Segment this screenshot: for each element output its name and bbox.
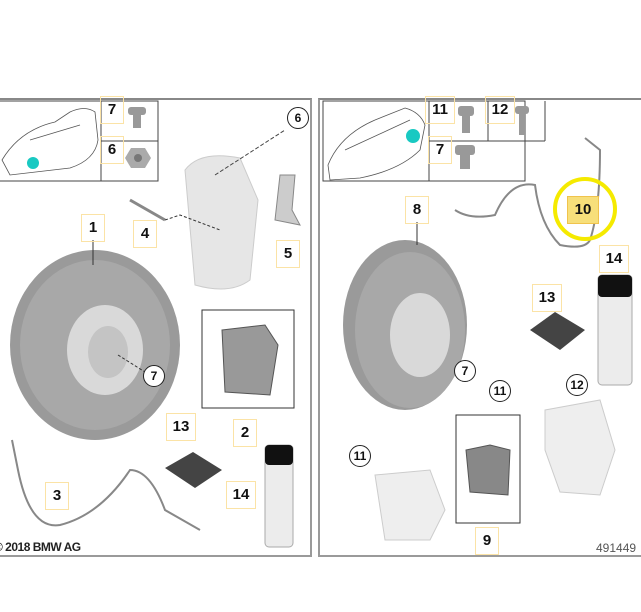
left-parts-table [0, 100, 159, 182]
bolt-icon [515, 106, 529, 135]
part-callout-11[interactable]: 11 [349, 445, 371, 467]
right-panel [318, 98, 641, 557]
grease-packet-right [530, 312, 585, 350]
part-label-2[interactable]: 2 [233, 419, 257, 447]
grease-packet-left [165, 452, 222, 488]
brake-disc-left [10, 250, 180, 440]
part-label-7[interactable]: 7 [428, 136, 452, 164]
part-label-4[interactable]: 4 [133, 220, 157, 248]
wear-sensor-left [11, 439, 201, 531]
caliper-left [184, 155, 259, 290]
brake-pad-right [465, 444, 511, 496]
part-label-14[interactable]: 14 [226, 481, 256, 509]
brake-pad-left [221, 324, 279, 396]
part-label-11[interactable]: 11 [425, 96, 455, 124]
caliper-carrier-right [544, 399, 616, 496]
caliper-right [374, 469, 446, 541]
part-callout-6[interactable]: 6 [287, 107, 309, 129]
part-label-6[interactable]: 6 [100, 136, 124, 164]
part-label-9[interactable]: 9 [475, 527, 499, 555]
part-callout-12[interactable]: 12 [566, 374, 588, 396]
part-callout-7[interactable]: 7 [454, 360, 476, 382]
right-parts-table [322, 100, 546, 182]
brake-disc-right [343, 240, 467, 410]
part-label-10-highlighted[interactable]: 10 [567, 196, 599, 224]
copyright: © 2018 BMW AG [0, 540, 81, 554]
bolt-icon [128, 107, 146, 128]
part-callout-7[interactable]: 7 [143, 365, 165, 387]
part-label-13[interactable]: 13 [166, 413, 196, 441]
location-dot-icon [27, 157, 39, 169]
part-callout-11[interactable]: 11 [489, 380, 511, 402]
part-label-1[interactable]: 1 [81, 214, 105, 242]
bolt-icon [458, 106, 474, 133]
car-outline-icon [327, 107, 426, 181]
car-outline-icon [1, 108, 99, 176]
part-label-13[interactable]: 13 [532, 284, 562, 312]
nut-icon [125, 148, 151, 168]
location-dot-icon [406, 129, 420, 143]
highlight-ring [553, 177, 617, 241]
part-label-8[interactable]: 8 [405, 196, 429, 224]
part-label-5[interactable]: 5 [276, 240, 300, 268]
part-label-12[interactable]: 12 [485, 96, 515, 124]
bolt-icon [455, 145, 475, 169]
left-panel [0, 98, 312, 557]
spray-can-left [264, 444, 294, 548]
diagram-id: 491449 [596, 541, 637, 555]
part-label-3[interactable]: 3 [45, 482, 69, 510]
spray-can-right [597, 274, 633, 386]
part-label-14[interactable]: 14 [599, 245, 629, 273]
part-label-7[interactable]: 7 [100, 96, 124, 124]
wear-sensor-right [454, 137, 602, 248]
